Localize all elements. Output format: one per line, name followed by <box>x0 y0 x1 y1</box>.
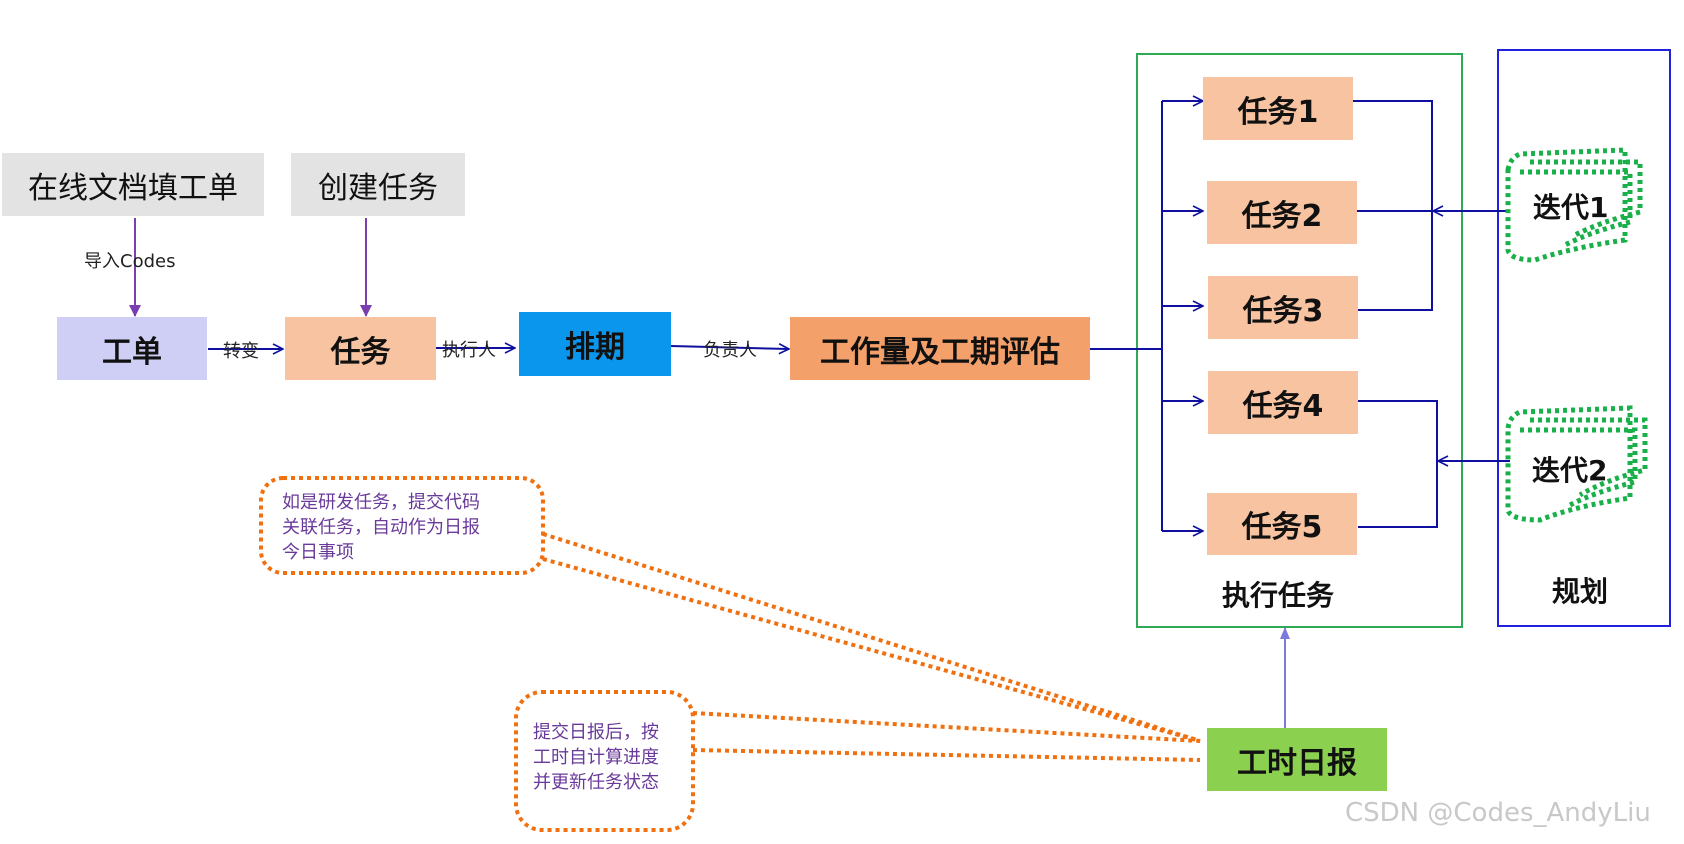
execution-group-border <box>1136 53 1463 628</box>
planning-group-border <box>1497 49 1671 627</box>
note2-border <box>514 690 695 832</box>
label-owner: 负责人 <box>703 340 757 361</box>
task1-box: 任务1 <box>1203 77 1353 140</box>
iteration2-bracket <box>1358 400 1438 528</box>
label-executor: 执行人 <box>442 340 496 361</box>
iteration2-label: 迭代2 <box>1532 454 1608 487</box>
node-schedule: 排期 <box>519 312 671 376</box>
node-ticket: 工单 <box>57 317 207 380</box>
node-task: 任务 <box>285 317 436 380</box>
node-online-doc: 在线文档填工单 <box>2 153 264 216</box>
note-code-commit: 如是研发任务，提交代码 关联任务，自动作为日报 今日事项 <box>282 492 480 563</box>
node-daily-report: 工时日报 <box>1207 728 1387 791</box>
iteration1-bracket <box>1353 100 1433 311</box>
watermark: CSDN @Codes_AndyLiu <box>1345 798 1651 828</box>
iteration1-shape <box>1505 147 1643 263</box>
execution-group-title: 执行任务 <box>1222 579 1335 612</box>
note1-border <box>259 476 545 575</box>
note1-pointer-top <box>542 532 1201 743</box>
task2-box: 任务2 <box>1207 181 1357 244</box>
node-estimate: 工作量及工期评估 <box>790 317 1090 380</box>
planning-group-title: 规划 <box>1552 575 1609 608</box>
iteration1-label: 迭代1 <box>1533 191 1609 224</box>
task4-box: 任务4 <box>1208 371 1358 434</box>
note1-pointer-bottom <box>542 557 1201 743</box>
node-create-task: 创建任务 <box>291 153 465 216</box>
note-report-progress: 提交日报后，按 工时自计算进度 并更新任务状态 <box>533 722 659 793</box>
label-convert: 转变 <box>223 341 259 362</box>
note2-pointer-bottom <box>692 748 1201 762</box>
arrow-schedule-to-estimate <box>670 346 789 349</box>
label-import-codes: 导入Codes <box>84 251 176 272</box>
task5-box: 任务5 <box>1207 493 1357 555</box>
iteration2-shape <box>1505 405 1648 523</box>
task3-box: 任务3 <box>1208 276 1358 339</box>
